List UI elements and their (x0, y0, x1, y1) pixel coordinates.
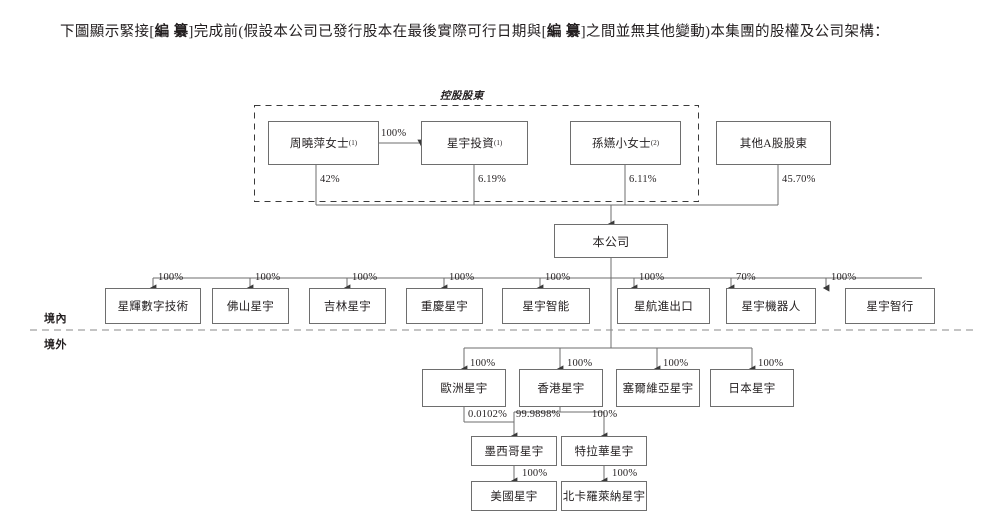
pct-hk-to-mexico: 99.9898% (516, 409, 561, 420)
node-shareholder-other-a-share[interactable]: 其他A股股東 (716, 121, 831, 165)
pct-zhou-to-xingyu: 100% (381, 128, 407, 139)
node-label: 孫嬿小女士 (591, 138, 651, 150)
pct-offshore-3: 100% (758, 358, 784, 369)
node-mexico-xingyu[interactable]: 墨西哥星宇 (471, 436, 557, 466)
editorial-placeholder-1: 編 纂 (154, 24, 189, 40)
node-label: 美國星宇 (490, 491, 538, 503)
node-label: 歐洲星宇 (440, 383, 488, 395)
node-label: 星宇智能 (522, 301, 570, 313)
node-delaware-xingyu[interactable]: 特拉華星宇 (561, 436, 647, 466)
pct-offshore-1: 100% (567, 358, 593, 369)
node-label: 其他A股股東 (739, 138, 808, 150)
pct-onshore-7: 100% (831, 272, 857, 283)
node-label: 星宇智行 (866, 301, 914, 313)
footnote-marker: (2) (650, 139, 660, 147)
node-shareholder-zhou[interactable]: 周曉萍女士(1) (268, 121, 379, 165)
node-label: 特拉華星宇 (574, 446, 634, 458)
node-label: 墨西哥星宇 (484, 446, 544, 458)
pct-zhou-to-company: 42% (320, 174, 340, 185)
node-label: 星輝數字技術 (117, 301, 189, 313)
node-onshore-jilin-xingyu[interactable]: 吉林星宇 (309, 288, 386, 324)
node-usa-xingyu[interactable]: 美國星宇 (471, 481, 557, 511)
pct-europe-to-mexico: 0.0102% (468, 409, 508, 420)
pct-onshore-6: 70% (736, 272, 756, 283)
node-offshore-europe-xingyu[interactable]: 歐洲星宇 (422, 369, 506, 407)
node-label: 本公司 (592, 234, 630, 249)
paragraph-part-1: 下圖顯示緊接[ (60, 24, 155, 40)
pct-sun-to-company: 6.11% (629, 174, 657, 185)
node-onshore-chongqing-xingyu[interactable]: 重慶星宇 (406, 288, 483, 324)
node-label: 吉林星宇 (323, 301, 372, 313)
node-label: 周曉萍女士 (289, 138, 349, 150)
node-label: 香港星宇 (537, 383, 585, 395)
node-label: 星航進出口 (634, 301, 693, 313)
pct-onshore-2: 100% (352, 272, 378, 283)
node-label: 塞爾維亞星宇 (622, 383, 694, 395)
paragraph-part-3: ]之間並無其他變動)本集團的股權及公司架構： (580, 24, 890, 40)
node-onshore-xinghui-digital[interactable]: 星輝數字技術 (105, 288, 201, 324)
pct-onshore-4: 100% (545, 272, 571, 283)
paragraph-part-2: ]完成前(假設本公司已發行股本在最後實際可行日期與[ (188, 24, 547, 40)
node-onshore-xinghang-import-export[interactable]: 星航進出口 (617, 288, 710, 324)
footnote-marker: (1) (348, 139, 358, 147)
intro-paragraph: 下圖顯示緊接[編 纂]完成前(假設本公司已發行股本在最後實際可行日期與[編 纂]… (30, 18, 975, 46)
node-shareholder-xingyu-investment[interactable]: 星宇投資(1) (421, 121, 528, 165)
pct-onshore-0: 100% (158, 272, 184, 283)
node-offshore-japan-xingyu[interactable]: 日本星宇 (710, 369, 794, 407)
node-onshore-xingyu-robotics[interactable]: 星宇機器人 (726, 288, 816, 324)
pct-delaware-to-nc: 100% (612, 468, 638, 479)
node-label: 日本星宇 (728, 383, 776, 395)
pct-onshore-3: 100% (449, 272, 475, 283)
pct-other-to-company: 45.70% (782, 174, 816, 185)
pct-offshore-0: 100% (470, 358, 496, 369)
editorial-placeholder-2: 編 纂 (546, 24, 581, 40)
pct-mexico-to-usa: 100% (522, 468, 548, 479)
node-shareholder-sun[interactable]: 孫嬿小女士(2) (570, 121, 681, 165)
controlling-shareholder-label: 控股股東 (440, 91, 484, 102)
node-label: 佛山星宇 (226, 301, 275, 313)
node-label: 北卡羅萊納星宇 (562, 491, 646, 503)
footnote-marker: (1) (494, 139, 503, 147)
node-the-company[interactable]: 本公司 (554, 224, 668, 258)
node-label: 星宇機器人 (741, 301, 801, 313)
pct-offshore-2: 100% (663, 358, 689, 369)
node-onshore-xingyu-zhixing[interactable]: 星宇智行 (845, 288, 935, 324)
node-offshore-hongkong-xingyu[interactable]: 香港星宇 (519, 369, 603, 407)
zone-label-offshore: 境外 (44, 339, 67, 351)
node-onshore-xingyu-intelligent[interactable]: 星宇智能 (502, 288, 590, 324)
node-label: 重慶星宇 (420, 301, 469, 313)
zone-label-onshore: 境內 (44, 313, 67, 325)
pct-xingyu-to-company: 6.19% (478, 174, 507, 185)
node-label: 星宇投資 (446, 138, 495, 150)
node-offshore-serbia-xingyu[interactable]: 塞爾維亞星宇 (616, 369, 700, 407)
pct-onshore-1: 100% (255, 272, 281, 283)
node-onshore-foshan-xingyu[interactable]: 佛山星宇 (212, 288, 289, 324)
pct-hk-to-delaware: 100% (592, 409, 618, 420)
pct-onshore-5: 100% (639, 272, 665, 283)
node-north-carolina-xingyu[interactable]: 北卡羅萊納星宇 (561, 481, 647, 511)
controlling-shareholder-box (254, 105, 699, 202)
